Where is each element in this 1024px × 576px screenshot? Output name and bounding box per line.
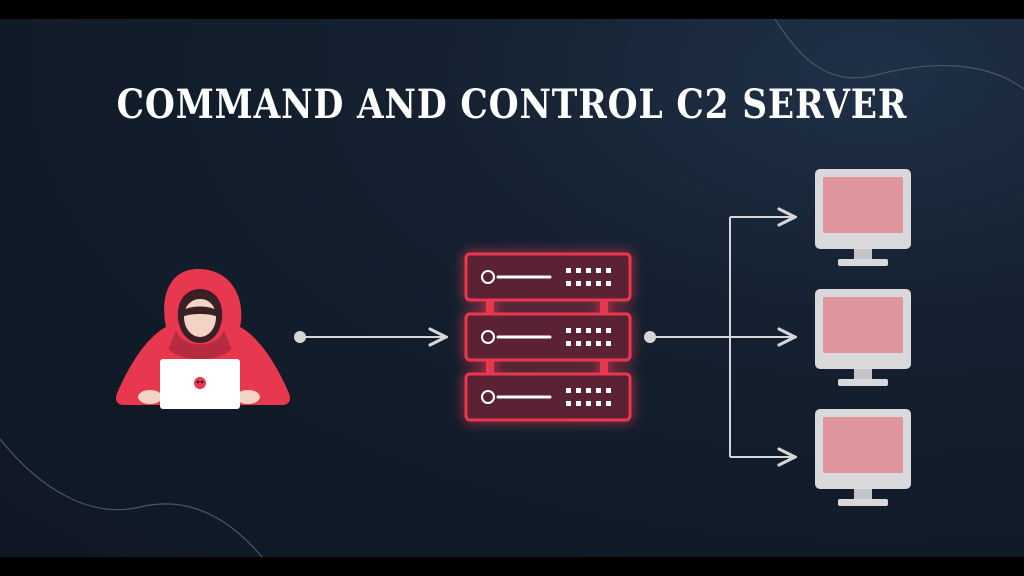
background-curve-bottom-left xyxy=(0,438,263,557)
hooded-hacker-icon xyxy=(116,269,290,409)
background-curve-top-right xyxy=(774,19,1024,90)
monitor-icon xyxy=(815,409,911,506)
server-unit-top xyxy=(464,252,632,302)
diagram-title: COMMAND AND CONTROL C2 SERVER xyxy=(116,81,908,128)
server-unit-middle xyxy=(464,312,632,362)
diagram-canvas: COMMAND AND CONTROL C2 SERVER xyxy=(0,19,1024,557)
diagram-svg xyxy=(0,19,1024,557)
monitor-icon xyxy=(815,289,911,386)
monitor-icon xyxy=(815,169,911,266)
server-rack-icon xyxy=(464,252,632,422)
server-unit-bottom xyxy=(464,372,632,422)
